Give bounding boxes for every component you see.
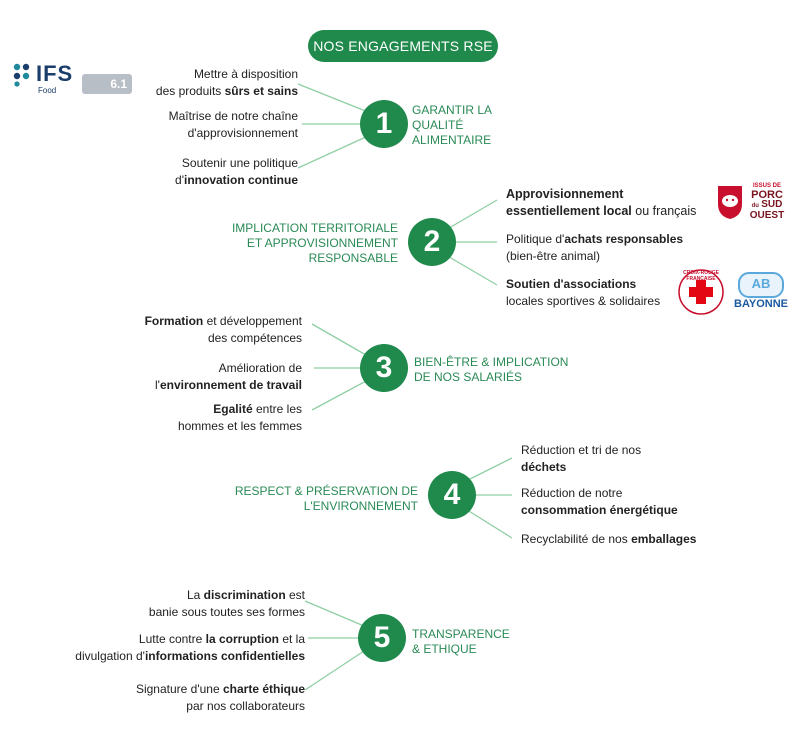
commitment-1-item-2: Maîtrise de notre chaîne d'approvisionne… — [168, 109, 298, 140]
connector-5-c — [304, 650, 365, 691]
ifs-logo-icon — [13, 63, 30, 87]
commitment-4-theme: RESPECT & PRÉSERVATION DE L'ENVIRONNEMEN… — [234, 484, 418, 513]
croix-rouge-logo: CROIX-ROUGE FRANÇAISE — [677, 268, 725, 316]
porc-sud-ouest-logo: ISSUS DE PORC du SUD OUEST — [716, 180, 790, 224]
connector-2-c — [443, 253, 498, 286]
commitment-5-item-3: Signature d'une charte éthique par nos c… — [135, 682, 305, 713]
connector-3-c — [311, 380, 367, 411]
ifs-logo-sub: Food — [38, 86, 57, 95]
commitment-4-item-3: Recyclabilité de nos emballages — [521, 532, 697, 546]
bayonne-text: BAYONNE — [734, 298, 788, 310]
bayonne-logo: AB BAYONNE — [730, 272, 792, 312]
commitment-3-item-3: Egalité entre les hommes et les femmes — [177, 402, 302, 433]
connector-3-a — [311, 323, 367, 356]
commitment-2-item-3: Soutien d'associations locales sportives… — [506, 277, 661, 308]
connector-4-c — [463, 507, 513, 539]
commitment-5-item-2: Lutte contre la corruption et la divulga… — [75, 632, 305, 663]
croix-rouge-text: CROIX-ROUGE FRANÇAISE — [683, 270, 719, 282]
commitment-5-number: 5 — [358, 614, 406, 662]
commitment-1-theme: GARANTIR LA QUALITÉ ALIMENTAIRE — [412, 103, 493, 147]
commitment-1-item-1: Mettre à disposition des produits sûrs e… — [155, 67, 298, 98]
connector-1-c — [297, 135, 369, 169]
commitment-3-item-1: Formation et développement des compétenc… — [144, 314, 302, 345]
commitment-2-item-2: Politique d'achats responsables (bien-êt… — [506, 232, 684, 263]
ifs-food-logo: IFS Food 6.1 — [10, 58, 135, 100]
connector-4-a — [463, 457, 513, 483]
commitment-4-number: 4 — [428, 471, 476, 519]
ifs-logo-name: IFS — [36, 61, 74, 86]
page-title: NOS ENGAGEMENTS RSE — [308, 30, 498, 62]
commitment-2-theme: IMPLICATION TERRITORIALE ET APPROVISIONN… — [231, 221, 398, 265]
ifs-version-badge: 6.1 — [82, 74, 132, 94]
commitment-1-item-3: Soutenir une politique d'innovation cont… — [175, 156, 298, 187]
ab-badge-icon — [738, 272, 784, 298]
connector-1-a — [297, 83, 369, 113]
pig-shield-icon — [718, 186, 742, 219]
commitment-4-item-2: Réduction de notre consommation énergéti… — [521, 486, 678, 517]
commitment-2-item-1: Approvisionnement essentiellement local … — [506, 187, 697, 218]
red-cross-icon — [678, 269, 724, 315]
commitment-4-item-1: Réduction et tri de nos déchets — [521, 443, 642, 474]
porc-logo-text: ISSUS DE PORC du SUD OUEST — [749, 183, 785, 221]
commitment-2-number: 2 — [408, 218, 456, 266]
commitment-3-number: 3 — [360, 344, 408, 392]
commitment-5-item-1: La discrimination est banie sous toutes … — [148, 588, 305, 619]
commitment-3-theme: BIEN-ÊTRE & IMPLICATION DE NOS SALARIÉS — [414, 355, 569, 384]
connector-2-a — [443, 199, 498, 232]
commitment-3-item-2: Amélioration de l'environnement de trava… — [154, 361, 302, 392]
commitment-5-theme: TRANSPARENCE & ETHIQUE — [412, 627, 510, 656]
ab-badge-text: AB — [751, 276, 771, 291]
connector-5-a — [304, 600, 365, 627]
commitment-1-number: 1 — [360, 100, 408, 148]
